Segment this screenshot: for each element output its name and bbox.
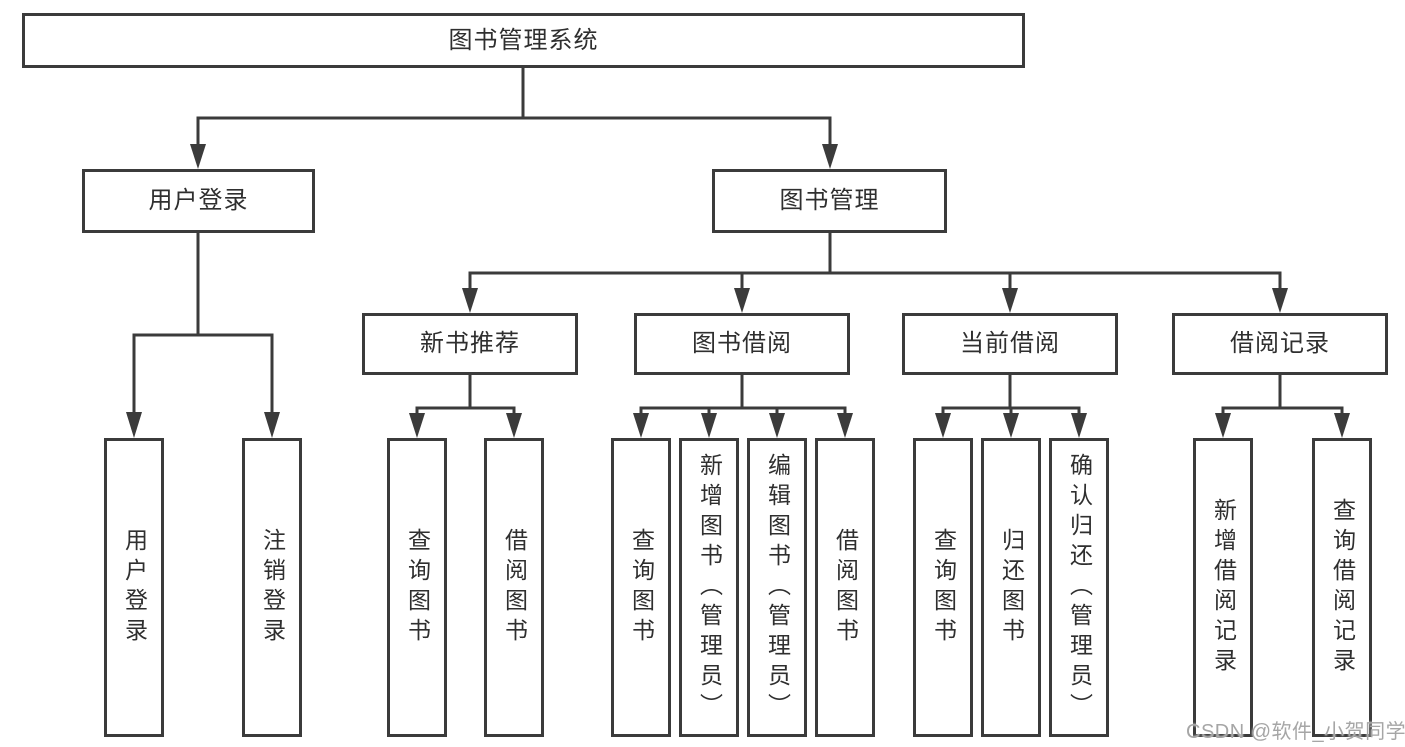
leaf-query-books-current: 查询图书 [913,438,973,737]
connector-borrow-record-split [1221,375,1344,415]
leaf-logout: 注销登录 [242,438,302,737]
node-borrow-records: 借阅记录 [1172,313,1388,375]
leaf-borrow-books-recommend: 借阅图书 [484,438,544,737]
leaf-confirm-return-admin: 确认归还（管理员） [1049,438,1109,737]
connector-new-book-split [415,375,516,415]
leaf-add-book-admin: 新增图书（管理员） [679,438,739,737]
arrowheads [126,144,1350,438]
node-book-borrow: 图书借阅 [634,313,850,375]
connector-user-login-split [132,233,274,414]
leaf-query-books-recommend: 查询图书 [387,438,447,737]
connector-book-borrow-split [639,375,847,415]
node-book-management: 图书管理 [712,169,947,233]
leaf-edit-book-admin: 编辑图书（管理员） [747,438,807,737]
connector-book-management-split [468,233,1282,289]
leaf-borrow-books: 借阅图书 [815,438,875,737]
connector-root-split [196,68,832,146]
node-user-login: 用户登录 [82,169,315,233]
connector-current-borrow-split [941,375,1081,415]
leaf-query-books-borrow: 查询图书 [611,438,671,737]
watermark-text: CSDN @软件_小贺同学 [1186,721,1405,743]
leaf-user-login: 用户登录 [104,438,164,737]
leaf-add-borrow-record: 新增借阅记录 [1193,438,1253,737]
leaf-return-book: 归还图书 [981,438,1041,737]
leaf-query-borrow-record: 查询借阅记录 [1312,438,1372,737]
node-root: 图书管理系统 [22,13,1025,68]
node-current-borrow: 当前借阅 [902,313,1118,375]
node-new-book-recommend: 新书推荐 [362,313,578,375]
